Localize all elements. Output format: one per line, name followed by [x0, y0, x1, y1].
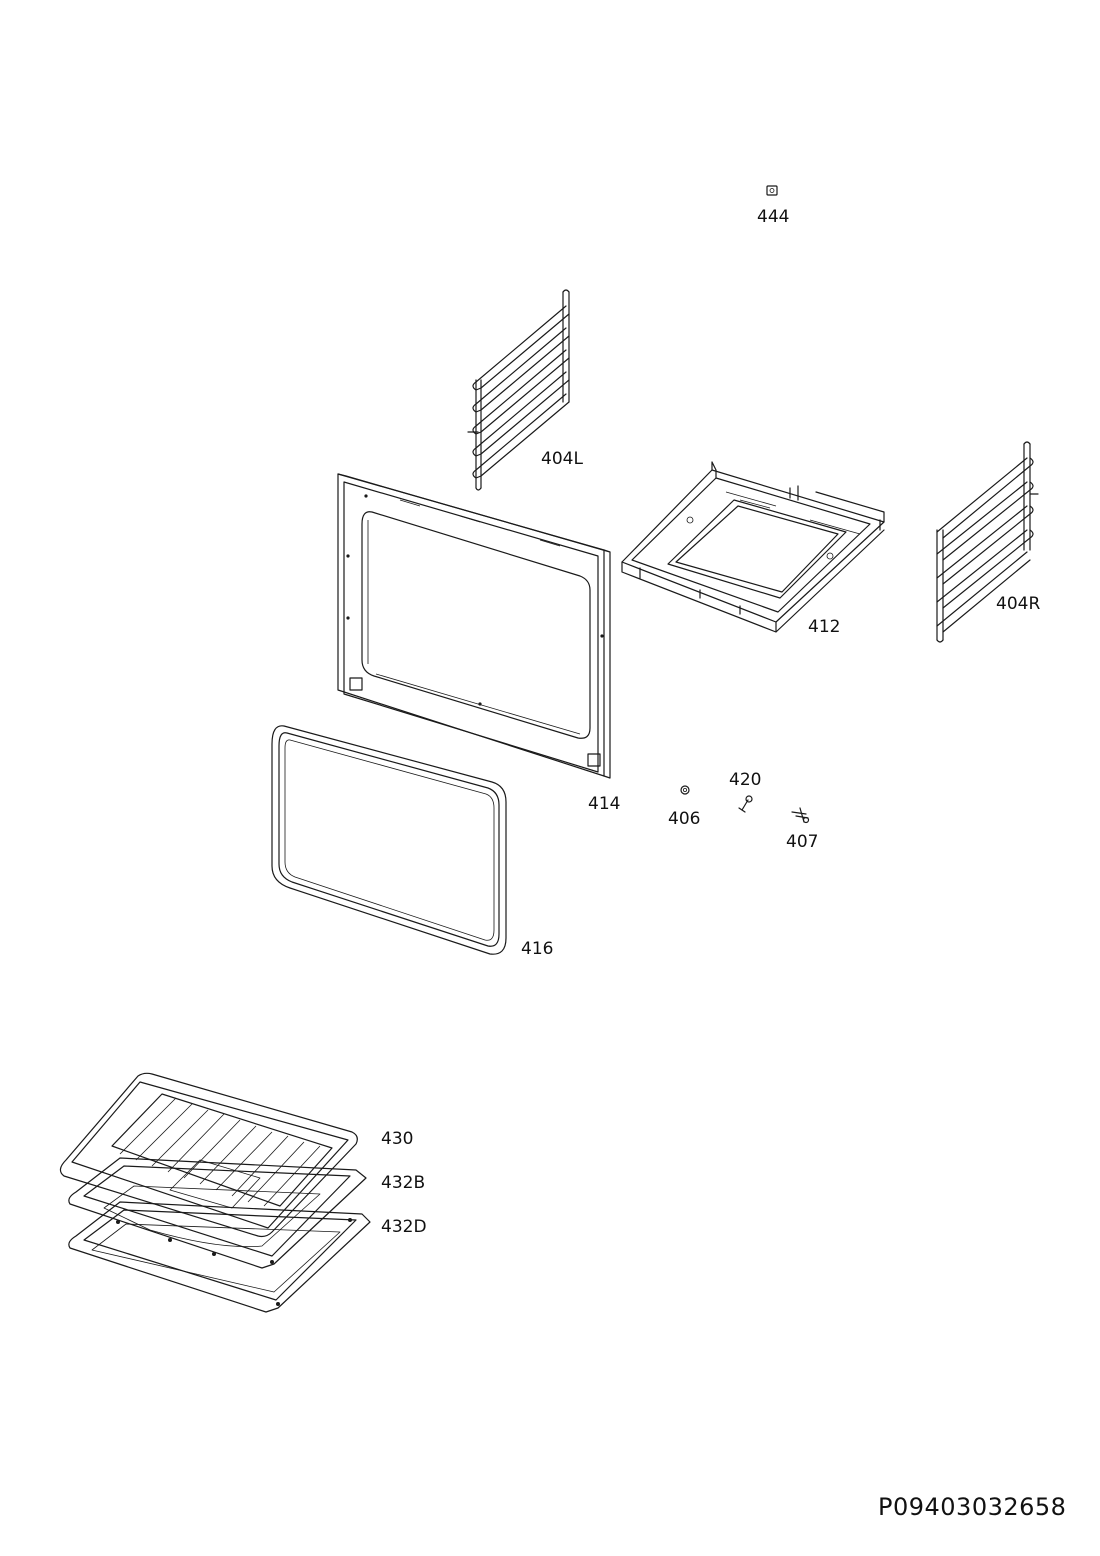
- part-406-nut: [680, 785, 690, 795]
- part-420-screw: [738, 795, 753, 813]
- part-430-grid-shelf: [59, 1072, 358, 1238]
- part-404R-shelf-support-right: [936, 441, 1039, 643]
- part-432B-tray: [68, 1157, 367, 1269]
- label-416: 416: [521, 939, 553, 959]
- label-406: 406: [668, 809, 700, 829]
- label-412: 412: [808, 617, 840, 637]
- label-444: 444: [757, 207, 789, 227]
- label-414: 414: [588, 794, 620, 814]
- part-432D-tray: [68, 1201, 371, 1313]
- part-416-gasket: [271, 725, 507, 955]
- part-444-clip: [766, 185, 778, 196]
- part-407-bolt: [791, 807, 810, 824]
- label-430: 430: [381, 1129, 413, 1149]
- label-407: 407: [786, 832, 818, 852]
- label-432B: 432B: [381, 1173, 425, 1193]
- part-412-frame: [621, 461, 885, 633]
- label-404L: 404L: [541, 449, 583, 469]
- label-420: 420: [729, 770, 761, 790]
- label-432D: 432D: [381, 1217, 427, 1237]
- label-404R: 404R: [996, 594, 1040, 614]
- drawing-code: P09403032658: [878, 1493, 1066, 1521]
- part-414-door-frame: [337, 473, 611, 779]
- part-404L-shelf-support-left: [467, 289, 570, 491]
- part-labels: 444 404L 412 404R 414 420 406 407 416 43…: [381, 207, 1040, 1237]
